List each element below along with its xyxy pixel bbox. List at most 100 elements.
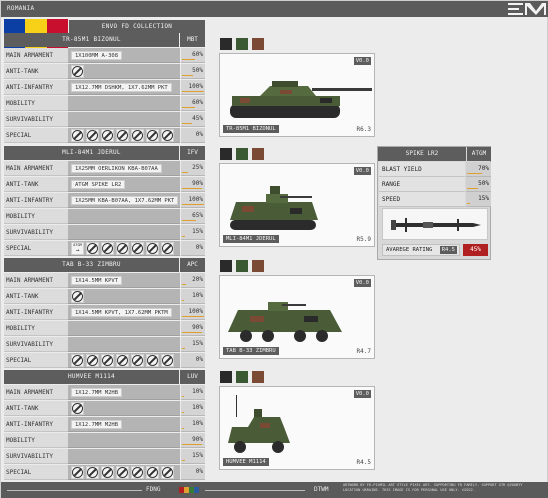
disabled-icon [72,467,83,478]
camo-swatch[interactable] [220,38,232,50]
disabled-icon-box [116,354,129,367]
atgm-special-icon: ATGM→ [71,242,84,255]
disabled-icon [117,467,128,478]
stat-percent-bar [182,204,204,205]
stat-percent: 15% [181,449,205,464]
disabled-icon-box [146,354,159,367]
footer-divider-left [7,490,142,491]
disabled-icon-box [86,242,99,255]
disabled-icon-box [131,129,144,142]
stat-percent-text: 60% [192,51,203,58]
humvee-icon [228,395,290,453]
stat-percent-bar [182,444,202,445]
footer-stripe [194,487,199,493]
vehicle-name: MLI-84M1 JDERUL [4,146,179,160]
stat-percent-bar [182,91,204,92]
camo-swatch[interactable] [252,38,264,50]
disabled-icon [102,355,113,366]
weapon-stat-bar [467,173,483,174]
vehicle-rating: R5.9 [356,236,371,243]
stat-label: MAIN ARMAMENT [4,48,68,63]
stat-percent-text: 65% [192,212,203,219]
camo-swatch[interactable] [236,260,248,272]
disabled-icon-box [116,129,129,142]
footer-fdng: FDNG [146,486,161,493]
stat-percent: 0% [181,465,205,480]
weapon-image [382,208,488,240]
stat-percent-text: 15% [192,228,203,235]
disabled-icon [132,467,143,478]
stat-percent-bar [182,348,186,349]
disabled-icon-box [71,402,84,415]
camo-swatch[interactable] [236,148,248,160]
disabled-icon [162,130,173,141]
weapon-stat-percent: 70% [466,162,491,177]
camo-swatch[interactable] [220,260,232,272]
camo-swatch[interactable] [236,38,248,50]
camo-swatch[interactable] [220,371,232,383]
stat-percent-text: 45% [192,115,203,122]
stat-percent-text: 0% [195,131,203,138]
stat-label: SURVIVABILITY [4,112,68,127]
camo-swatch[interactable] [252,371,264,383]
average-rating: AVAREGE RATING R4.5 [382,244,460,256]
vehicle-card-name: HUMVEE M1114 [223,458,269,466]
disabled-icon-box [131,466,144,479]
stat-value: 1X12.7MM M2HB [68,417,180,432]
disabled-icon-box [161,242,174,255]
vehicle-card-name: TAB B-33 ZIMBRU [223,347,279,355]
camo-swatch[interactable] [252,148,264,160]
stat-row: SURVIVABILITY 45% [4,112,205,127]
disabled-icon-box [116,466,129,479]
average-rating-label: AVAREGE RATING [386,247,433,253]
disabled-icon-box [71,354,84,367]
stat-percent-bar [182,284,187,285]
disabled-icon-box [161,129,174,142]
vehicle-name: TR-85M1 BIZONUL [4,33,179,47]
stat-value [68,128,180,143]
stat-percent: 60% [181,48,205,63]
stat-percent-bar [182,236,186,237]
camo-swatch[interactable] [252,260,264,272]
stat-percent-text: 15% [192,452,203,459]
camo-swatch[interactable] [220,148,232,160]
footer-stripe [184,487,189,493]
stat-percent-bar [182,123,192,124]
disabled-icon [132,243,143,254]
stat-label: SPECIAL [4,241,68,256]
stat-percent: 25% [181,161,205,176]
stat-percent: 45% [181,112,205,127]
ifv-icon [230,186,318,230]
stat-label: ANTI-INFANTRY [4,305,68,320]
stat-percent-text: 15% [192,340,203,347]
stat-percent-text: 60% [192,99,203,106]
stat-value-text: 1X12.7MM M2HB [71,420,123,429]
footer-stripe [189,487,194,493]
disabled-icon [87,130,98,141]
camo-swatch[interactable] [236,371,248,383]
footer-credits: ARTWORK BY FD-PIXMIL ART STYLE PIXEL ART… [343,483,547,493]
vehicle-version: V0.0 [353,390,371,398]
country-title: ROMANIA [7,5,35,12]
stat-value [68,209,180,224]
stat-label: MAIN ARMAMENT [4,161,68,176]
stat-percent: 65% [181,209,205,224]
vehicle-class: IFV [180,146,205,160]
weapon-stat-bar [467,188,478,189]
stat-percent-text: 10% [192,388,203,395]
stat-value-text: ATGM SPIKE LR2 [71,180,126,189]
stat-label: ANTI-TANK [4,177,68,192]
stat-percent-text: 20% [192,276,203,283]
stat-percent: 10% [181,417,205,432]
